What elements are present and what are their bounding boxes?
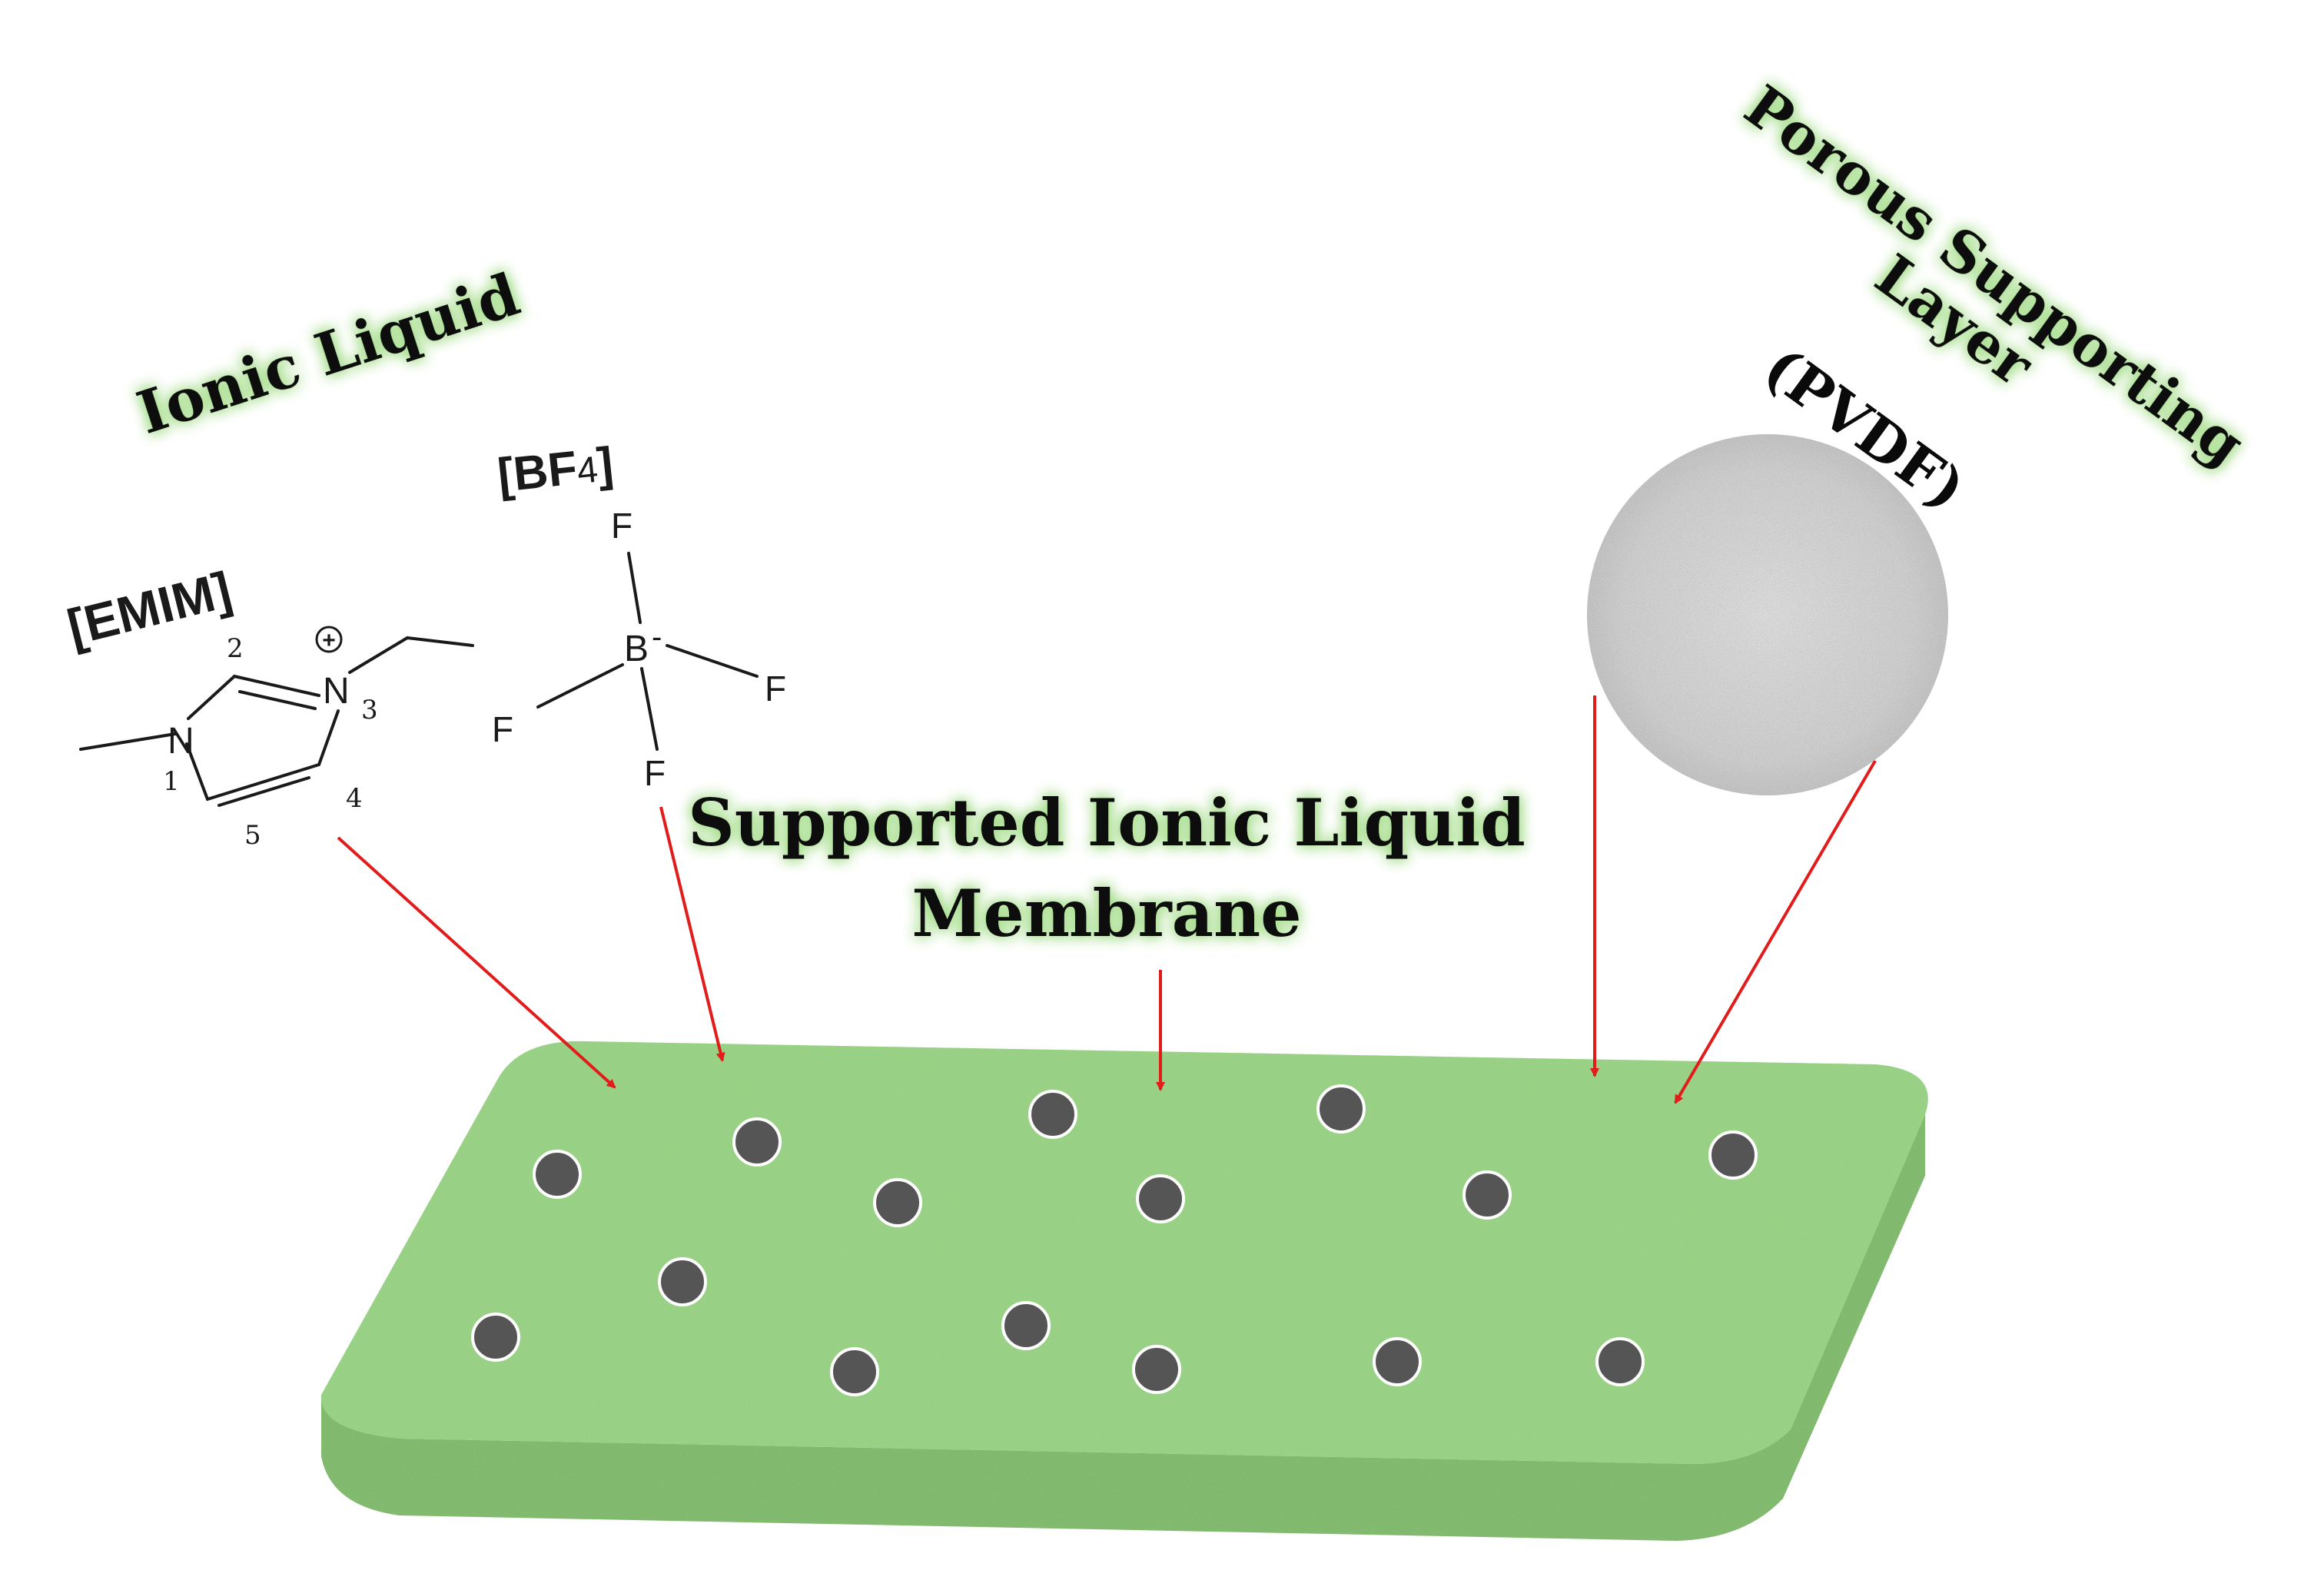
arrow-1 <box>337 836 616 1089</box>
label-ionic-liquid: Ionic Liquid <box>129 260 527 447</box>
positive-charge: + <box>322 628 336 653</box>
pointer-arrows <box>337 695 1877 1104</box>
atom-b: B <box>624 629 649 669</box>
ring-number-2: 2 <box>227 633 244 664</box>
membrane-pores <box>471 1084 1758 1396</box>
label-emim: [EMIM] <box>61 560 237 656</box>
bf4-prefix: [BF <box>495 442 579 503</box>
label-bf4: [BF4] <box>495 438 616 503</box>
ring-number-4: 4 <box>346 783 363 814</box>
negative-charge: - <box>652 620 662 654</box>
pore-4 <box>1028 1090 1077 1139</box>
membrane-top-face <box>320 1041 1928 1464</box>
pore-7 <box>1462 1170 1512 1220</box>
atom-f-right: F <box>765 669 786 709</box>
pore-9 <box>658 1257 707 1306</box>
pore-1 <box>533 1150 582 1199</box>
label-membrane-line1: Supported Ionic Liquid <box>688 785 1526 861</box>
label-membrane-line2: Membrane <box>911 875 1301 951</box>
pore-15 <box>1595 1337 1645 1386</box>
ring-number-3: 3 <box>361 695 378 725</box>
arrow-2 <box>659 806 725 1062</box>
pvdf-disc <box>1587 434 1948 795</box>
ring-number-1: 1 <box>163 766 180 797</box>
atom-n1: N <box>168 721 194 762</box>
ring-number-5: 5 <box>244 820 261 851</box>
pore-2 <box>732 1117 782 1167</box>
atom-f-top: F <box>611 506 632 546</box>
pore-14 <box>1373 1337 1422 1386</box>
bf4-structure: [BF4] F F F F B - <box>492 438 786 793</box>
atom-f-left: F <box>492 709 513 749</box>
pore-13 <box>1132 1345 1181 1394</box>
pore-12 <box>1001 1301 1051 1350</box>
pore-5 <box>1136 1174 1185 1223</box>
pore-11 <box>830 1347 879 1396</box>
atom-n3: N <box>323 671 350 712</box>
arrow-5 <box>1674 759 1877 1104</box>
positive-charge-circle <box>315 626 343 653</box>
pore-6 <box>1316 1084 1366 1134</box>
membrane-side-face <box>321 1114 1925 1541</box>
membrane-slab <box>320 1041 1928 1541</box>
pore-10 <box>471 1313 520 1362</box>
pore-3 <box>873 1178 922 1227</box>
atom-f-bottom: F <box>644 753 666 793</box>
emim-structure: [EMIM] N N + 1 2 3 4 5 <box>61 560 474 851</box>
bf4-subscript: 4 <box>575 450 599 493</box>
pore-8 <box>1708 1130 1758 1180</box>
